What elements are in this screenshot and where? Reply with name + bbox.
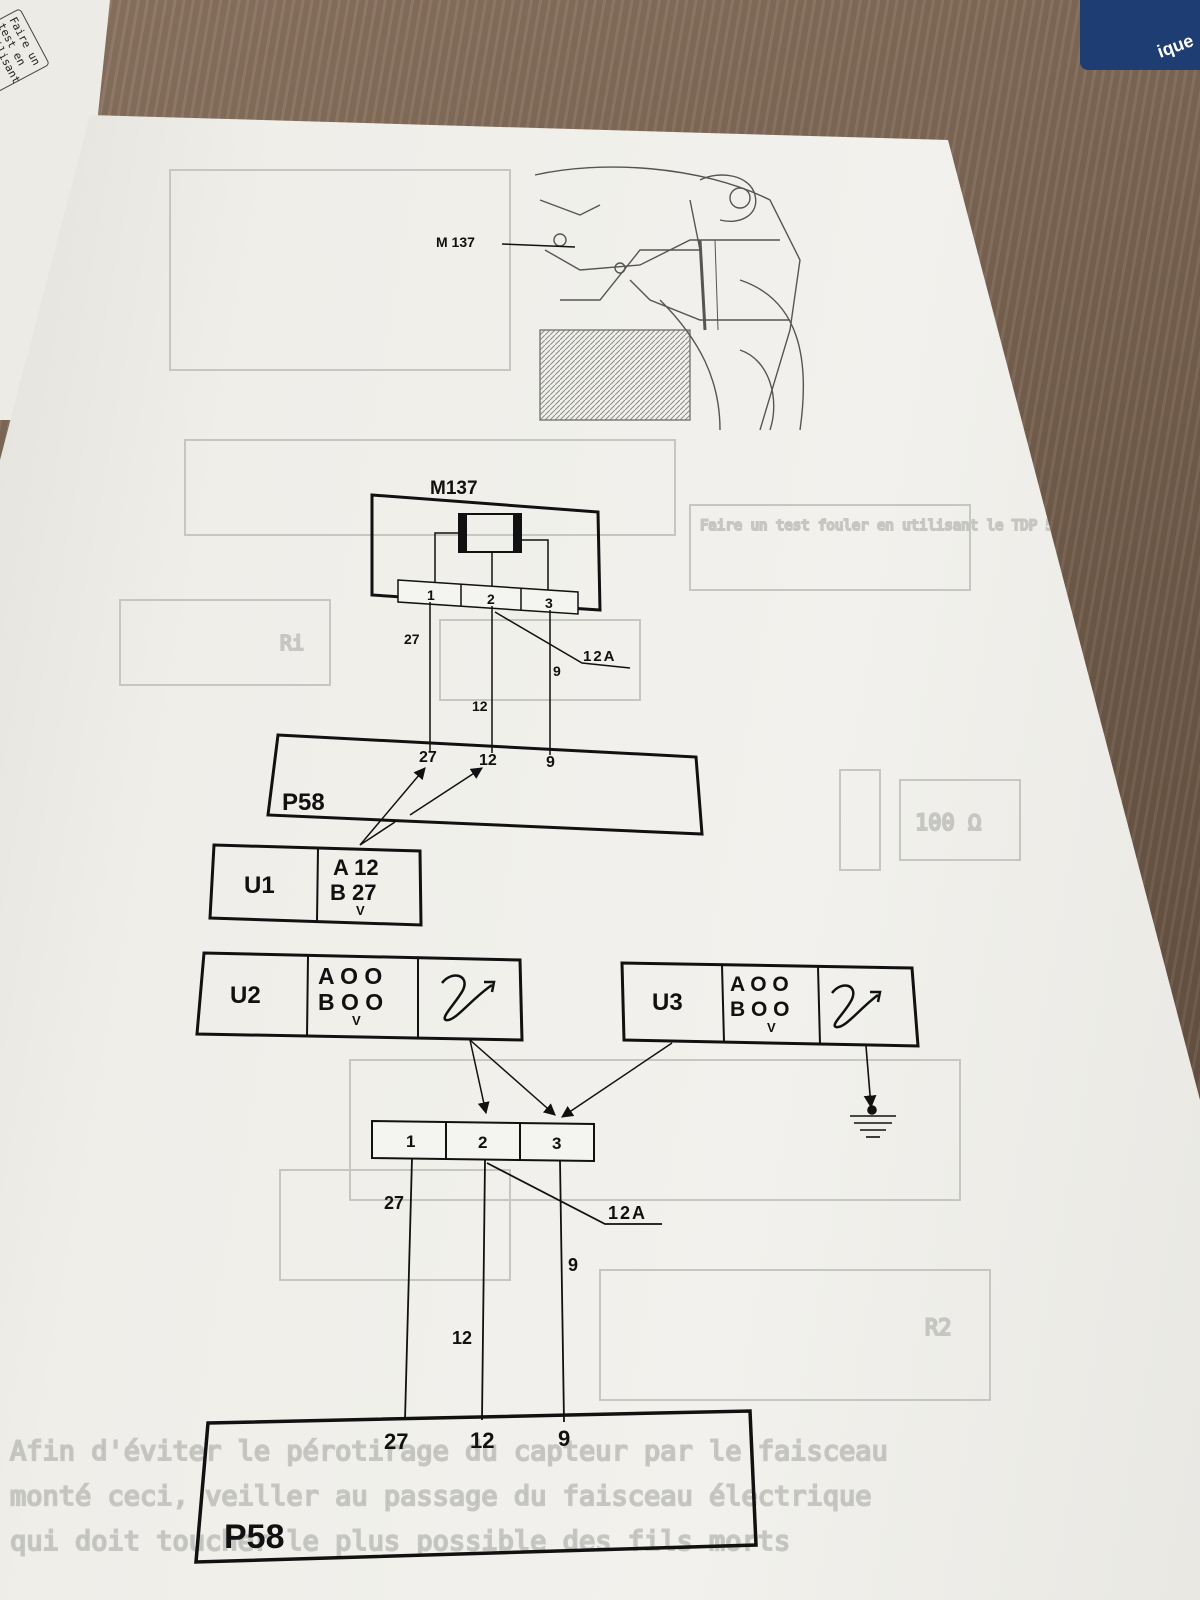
p58-bottom-pin-27: 27 <box>384 1429 408 1454</box>
top-cable-label: 12A <box>583 648 617 665</box>
sensor-coil-icon <box>458 513 522 553</box>
illustration-label: M 137 <box>436 234 475 250</box>
plug-pin-1: 1 <box>406 1132 415 1151</box>
u1-unit: V <box>356 903 365 918</box>
plug-pin-2: 2 <box>478 1133 487 1152</box>
illustration-leader-line <box>501 243 576 248</box>
u1-reading-a: A 12 <box>333 855 379 880</box>
engine-illustration <box>534 166 805 431</box>
u3-meter-dial-icon <box>831 984 882 1029</box>
bottom-wire-label-27: 27 <box>384 1193 404 1213</box>
p58-bottom-pin-12: 12 <box>470 1428 494 1453</box>
p58-top-label: P58 <box>282 789 325 816</box>
bottom-cable-label: 12A <box>608 1203 647 1223</box>
ghost-paragraph-line-2: monté ceci, veiller au passage du faisce… <box>10 1481 872 1512</box>
book-corner-label: ique <box>1154 30 1197 62</box>
u2-reading-a: A O O <box>318 963 382 989</box>
meter-u2: U2 A O O B O O V <box>195 951 524 1042</box>
ghost-resistance: 100 Ω <box>915 811 981 836</box>
ground-icon <box>850 1045 896 1138</box>
u2-reading-b: B O O <box>318 989 383 1015</box>
m137-pin-3: 3 <box>545 595 553 611</box>
p58-top-pin-9: 9 <box>546 754 555 771</box>
m137-component: M137 1 2 3 <box>370 478 602 615</box>
p58-bottom-label: P58 <box>224 1518 285 1556</box>
top-wire-label-12: 12 <box>472 698 488 714</box>
u1-probe-arrows <box>359 767 484 846</box>
p58-bottom-pin-9: 9 <box>558 1426 570 1451</box>
u3-label: U3 <box>652 989 683 1016</box>
u2-label: U2 <box>230 982 261 1009</box>
top-wires <box>429 602 631 755</box>
plug-connector: 1 2 3 <box>371 1119 595 1163</box>
m137-pin-1: 1 <box>427 587 435 603</box>
p58-top-pin-12: 12 <box>479 752 497 769</box>
plug-probe-arrows <box>469 1039 673 1118</box>
m137-pin-strip <box>397 579 579 615</box>
bleed-through-content: Faire un test fouler en utilisant le TDP… <box>9 169 1173 1558</box>
u1-reading-b: B 27 <box>330 880 376 905</box>
bottom-wire-label-9: 9 <box>568 1255 578 1275</box>
p58-connector-bottom: 27 12 9 P58 <box>194 1409 758 1564</box>
u1-label: U1 <box>244 872 275 899</box>
bottom-wires <box>404 1157 662 1423</box>
ghost-paragraph-line-1: Afin d'éviter le pérotirage du capteur p… <box>10 1436 888 1467</box>
bottom-wire-label-12: 12 <box>452 1328 472 1348</box>
left-page-text: Faire un test en utilisant voir page <box>0 8 51 164</box>
m137-pin-2: 2 <box>487 591 495 607</box>
u2-meter-dial-icon <box>441 974 496 1022</box>
book-corner: ique <box>1080 0 1200 70</box>
m137-label: M137 <box>430 478 478 499</box>
p58-top-pin-27: 27 <box>419 749 437 766</box>
ghost-ri-label: Ri <box>280 631 304 655</box>
ghost-paragraph-line-3: qui doit toucher le plus possible des fi… <box>10 1526 790 1557</box>
meter-u3: U3 A O O B O O V <box>620 961 920 1048</box>
meter-u1: U1 A 12 B 27 V <box>208 843 423 927</box>
u3-unit: V <box>767 1020 776 1035</box>
plug-pin-3: 3 <box>552 1134 561 1153</box>
u3-reading-b: B O O <box>730 998 790 1021</box>
ghost-r2-label: R2 <box>925 1316 952 1341</box>
u3-reading-a: A O O <box>730 973 789 996</box>
top-wire-label-9: 9 <box>553 663 561 679</box>
u2-unit: V <box>352 1013 361 1028</box>
top-wire-label-27: 27 <box>404 631 420 647</box>
p58-connector-top: 27 12 9 P58 <box>266 733 704 836</box>
